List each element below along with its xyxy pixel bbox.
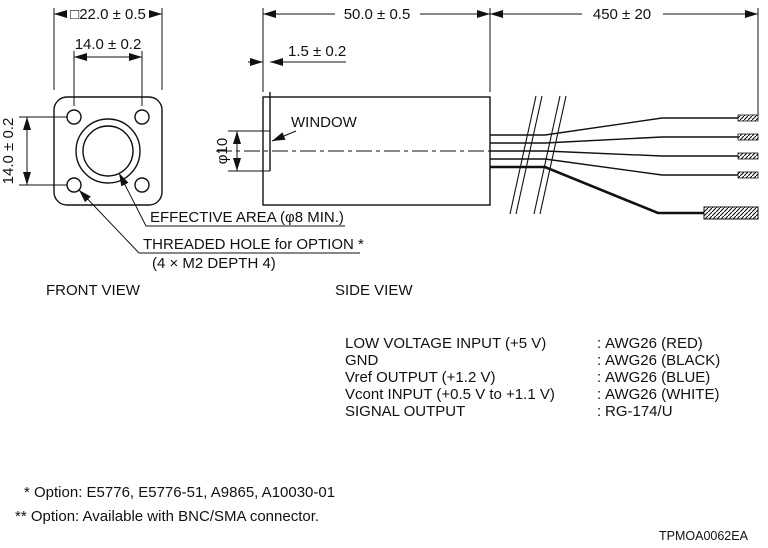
- mounting-hole-bottom-left: [66, 177, 82, 193]
- legend-spec: AWG26 (BLACK): [605, 352, 720, 369]
- window-label: WINDOW: [291, 114, 358, 131]
- window-arrow: [271, 130, 297, 142]
- dim-window-thickness-text: 1.5 ± 0.2: [288, 43, 346, 60]
- cable-bundle: [490, 95, 759, 220]
- legend-separator: :: [597, 403, 601, 420]
- wire-red: [490, 117, 738, 136]
- dim-hole-spacing-horizontal: 14.0 ± 0.2: [73, 36, 143, 106]
- threaded-hole-label: THREADED HOLE for OPTION *: [143, 236, 364, 253]
- cable-break-marks: [509, 95, 567, 215]
- dim-window-thickness: 1.5 ± 0.2: [248, 43, 346, 66]
- mounting-hole-top-right: [134, 109, 150, 125]
- legend-spec: RG-174/U: [605, 403, 673, 420]
- wire-tip-black: [737, 133, 759, 141]
- dim-hole-spacing-horizontal-text: 14.0 ± 0.2: [75, 36, 142, 53]
- dim-hole-spacing-vertical-text: 14.0 ± 0.2: [0, 118, 17, 185]
- legend-spec: AWG26 (RED): [605, 335, 703, 352]
- wire-blue: [490, 150, 738, 157]
- legend-spec: AWG26 (WHITE): [605, 386, 719, 403]
- effective-area-circle: [82, 125, 134, 177]
- mounting-hole-top-left: [66, 109, 82, 125]
- legend-separator: :: [597, 352, 601, 369]
- dim-body-length-text: 50.0 ± 0.5: [344, 6, 411, 23]
- front-view-body: [53, 96, 163, 206]
- legend-row: Vref OUTPUT (+1.2 V) : AWG26 (BLUE): [345, 369, 710, 386]
- legend-row: SIGNAL OUTPUT : RG-174/U: [345, 403, 673, 420]
- legend-spec: AWG26 (BLUE): [605, 369, 710, 386]
- dim-window-diameter-text: φ10: [214, 138, 231, 164]
- legend-label: Vcont INPUT (+0.5 V to +1.1 V): [345, 386, 555, 403]
- threaded-hole-detail-label: (4 × M2 DEPTH 4): [152, 255, 276, 272]
- wire-tip-red: [737, 114, 759, 122]
- dim-cable-length: 450 ± 20: [490, 6, 759, 115]
- legend-separator: :: [597, 369, 601, 386]
- legend-label: Vref OUTPUT (+1.2 V): [345, 369, 495, 386]
- legend-row: LOW VOLTAGE INPUT (+5 V) : AWG26 (RED): [345, 335, 703, 352]
- side-view-label: SIDE VIEW: [335, 282, 413, 299]
- dim-cable-length-text: 450 ± 20: [593, 6, 651, 23]
- wire-white: [490, 158, 738, 176]
- coax-cable: [490, 165, 704, 215]
- legend-row: GND : AWG26 (BLACK): [345, 352, 720, 369]
- dim-window-diameter: φ10: [214, 131, 241, 171]
- window-recess: [228, 92, 271, 172]
- effective-area-label: EFFECTIVE AREA (φ8 MIN.): [150, 209, 344, 226]
- front-view: □22.0 ± 0.5 14.0 ± 0.2 14.0 ± 0.2 EFFECT…: [0, 6, 364, 299]
- side-view: φ10 1.5 ± 0.2 50.0 ± 0.5 450 ± 20 WINDOW…: [214, 6, 759, 299]
- wire-black: [490, 136, 738, 144]
- legend-label: LOW VOLTAGE INPUT (+5 V): [345, 335, 546, 352]
- mounting-hole-bottom-right: [134, 177, 150, 193]
- dim-front-outer-width: □22.0 ± 0.5: [53, 6, 163, 90]
- footnote-option-2: ** Option: Available with BNC/SMA connec…: [15, 508, 319, 525]
- legend-row: Vcont INPUT (+0.5 V to +1.1 V) : AWG26 (…: [345, 386, 719, 403]
- wire-tip-white: [737, 171, 759, 179]
- dim-front-outer-width-text: □22.0 ± 0.5: [70, 6, 146, 23]
- part-code: TPMOA0062EA: [659, 529, 749, 543]
- legend-label: GND: [345, 352, 379, 369]
- threaded-hole-leader: [78, 189, 360, 254]
- legend-separator: :: [597, 335, 601, 352]
- legend-label: SIGNAL OUTPUT: [345, 403, 465, 420]
- wire-tip-blue: [737, 152, 759, 160]
- effective-area-leader: [118, 172, 345, 227]
- dim-body-length: 50.0 ± 0.5: [262, 6, 491, 92]
- wiring-legend: LOW VOLTAGE INPUT (+5 V) : AWG26 (RED) G…: [345, 335, 720, 420]
- footnote-option-1: * Option: E5776, E5776-51, A9865, A10030…: [24, 484, 335, 501]
- legend-separator: :: [597, 386, 601, 403]
- dim-hole-spacing-vertical: 14.0 ± 0.2: [0, 116, 67, 186]
- coax-tip: [703, 206, 759, 220]
- window-bezel-circle: [75, 118, 141, 184]
- front-view-label: FRONT VIEW: [46, 282, 141, 299]
